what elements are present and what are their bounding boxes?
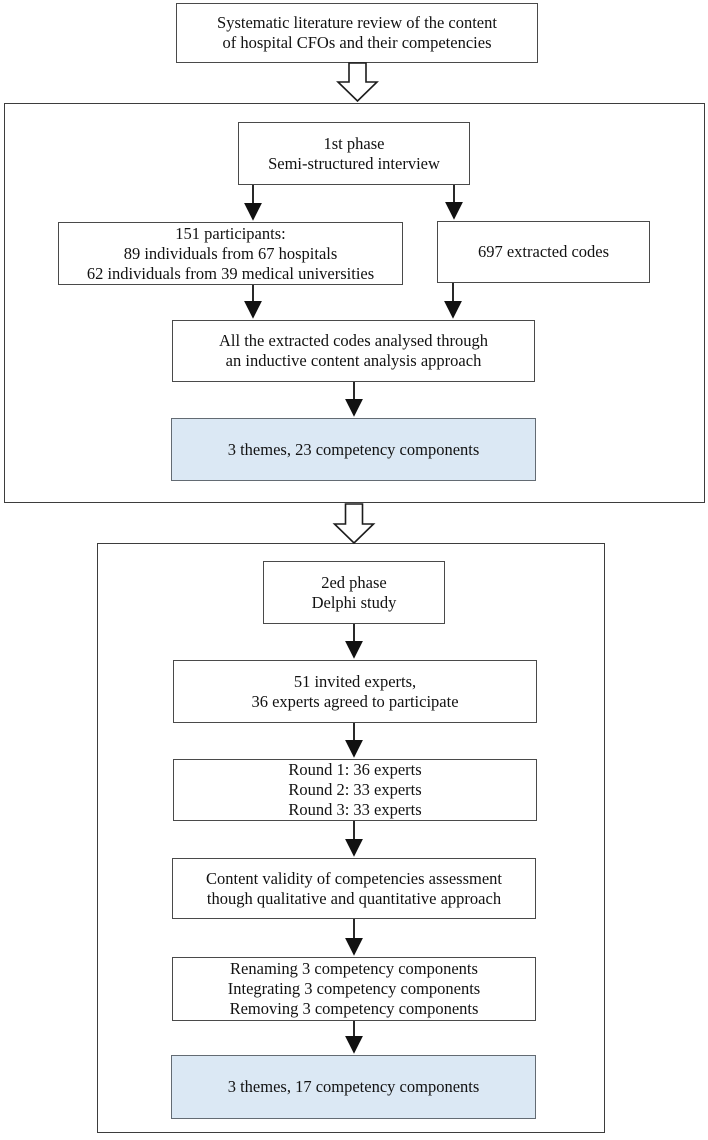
extracted-codes-box: 697 extracted codes — [437, 221, 650, 283]
text-line: of hospital CFOs and their competencies — [222, 33, 492, 52]
block-down-arrow-icon — [336, 62, 379, 103]
text-line: Semi-structured interview — [268, 153, 440, 173]
text-line: All the extracted codes analysed through — [219, 331, 488, 350]
invited-experts-box: 51 invited experts, 36 experts agreed to… — [173, 660, 537, 723]
phase2-container — [97, 543, 605, 1133]
text-line: Integrating 3 competency components — [227, 979, 481, 998]
text-line: 3 themes, 17 competency components — [227, 1077, 480, 1096]
phase2-result-box: 3 themes, 17 competency components — [171, 1055, 536, 1119]
text-line: 89 individuals from 67 hospitals — [123, 243, 338, 263]
block-down-arrow-icon — [332, 503, 376, 545]
component-revision-box: Renaming 3 competency components Integra… — [172, 957, 536, 1021]
text-line: 3 themes, 23 competency components — [227, 439, 480, 459]
text-line: 51 invited experts, — [293, 671, 417, 691]
phase1-result-box: 3 themes, 23 competency components — [171, 418, 536, 481]
content-validity-box: Content validity of competencies assessm… — [172, 858, 536, 919]
text-line: 36 experts agreed to participate — [251, 691, 459, 711]
text-line: Systematic literature review of the cont… — [217, 13, 497, 32]
phase1-container — [4, 103, 705, 503]
text-line: 2ed phase — [321, 572, 387, 592]
text-line: 697 extracted codes — [477, 242, 610, 261]
phase1-title-box: 1st phase Semi-structured interview — [238, 122, 470, 185]
text-line: Round 3: 33 experts — [288, 800, 422, 819]
text-line: Renaming 3 competency components — [230, 959, 478, 978]
text-line: Content validity of competencies assessm… — [205, 868, 503, 888]
text-line: though qualitative and quantitative appr… — [206, 888, 502, 908]
phase2-title-box: 2ed phase Delphi study — [263, 561, 445, 624]
analysis-box: All the extracted codes analysed through… — [172, 320, 535, 382]
delphi-rounds-box: Round 1: 36 experts Round 2: 33 experts … — [173, 759, 537, 821]
participants-box: 151 participants: 89 individuals from 67… — [58, 222, 403, 285]
text-line: Removing 3 competency components — [229, 999, 479, 1018]
text-line: 151 participants: — [175, 223, 286, 243]
text-line: 1st phase — [323, 133, 385, 153]
text-line: Round 1: 36 experts — [288, 760, 422, 779]
text-line: 62 individuals from 39 medical universit… — [86, 263, 375, 283]
text-line: Round 2: 33 experts — [288, 780, 422, 799]
text-line: an inductive content analysis approach — [225, 351, 482, 370]
top-box: Systematic literature review of the cont… — [176, 3, 538, 63]
text-line: Delphi study — [311, 592, 397, 612]
